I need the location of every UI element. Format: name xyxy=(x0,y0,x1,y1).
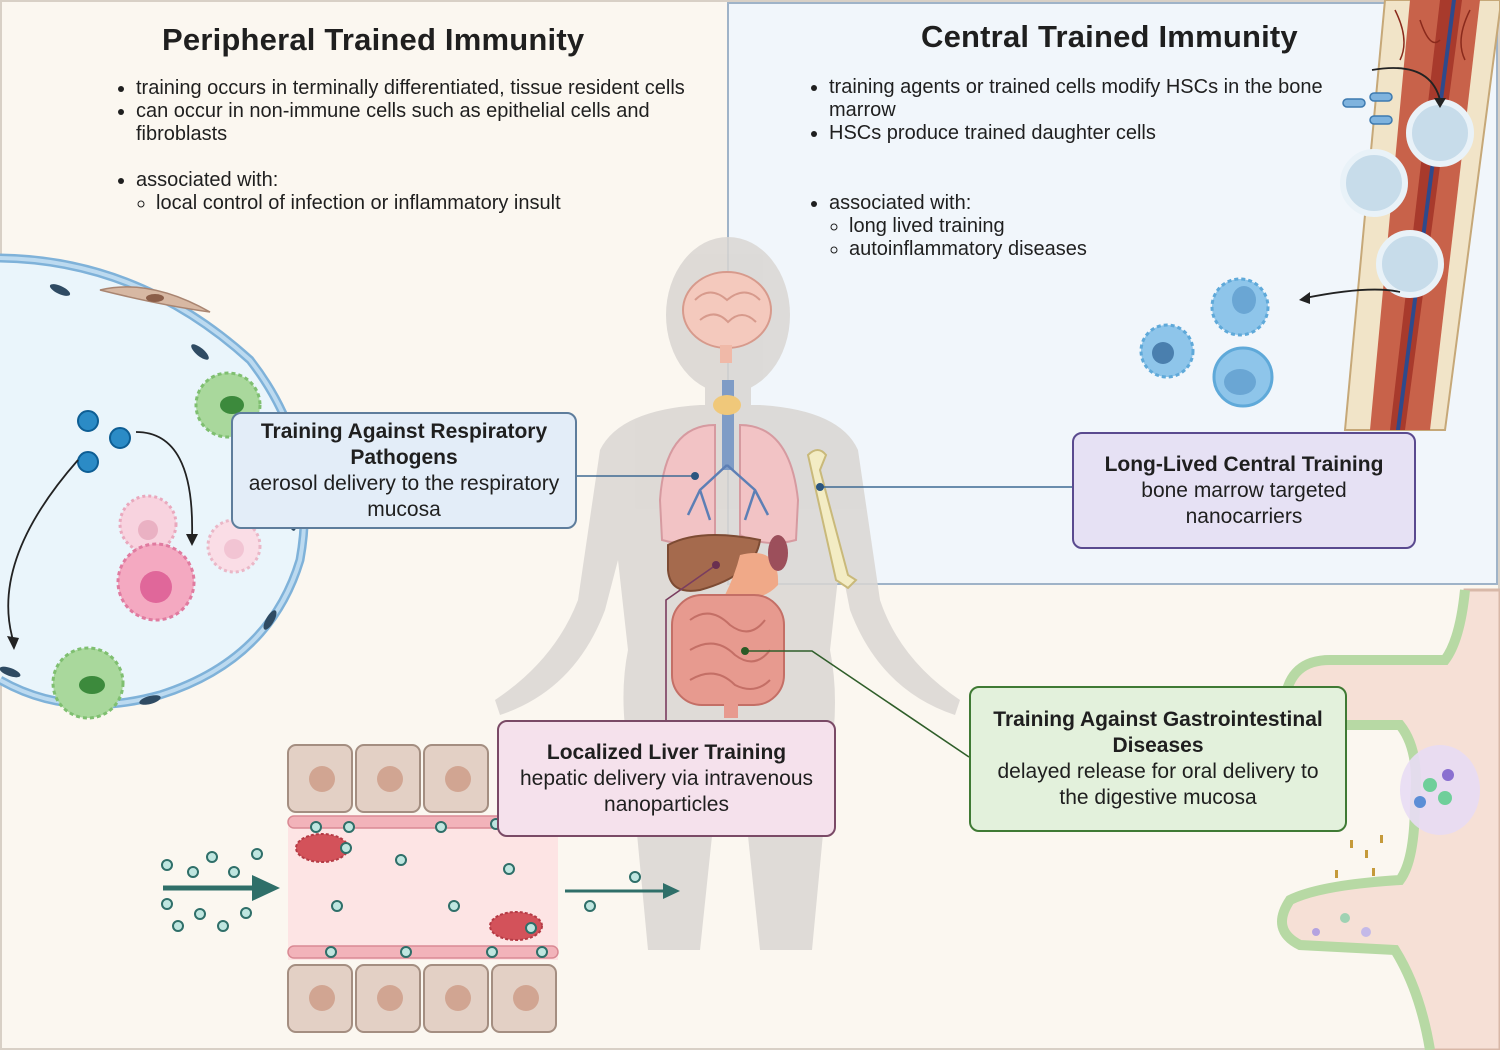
arrow-icon xyxy=(7,459,79,641)
liver-connector xyxy=(665,564,717,720)
central-title: Central Trained Immunity xyxy=(921,19,1298,54)
nanoparticle-icon xyxy=(77,451,99,473)
gi-connector xyxy=(745,650,970,758)
arrow-icon xyxy=(1371,67,1441,101)
liver-callout-body: hepatic delivery via intravenous nanopar… xyxy=(520,766,813,816)
peripheral-bullet: can occur in non-immune cells such as ep… xyxy=(136,100,696,146)
lungs-icon xyxy=(658,423,800,545)
hsc-icon xyxy=(1340,149,1408,217)
arrow-icon xyxy=(1304,288,1401,299)
central-associated-item: long lived training xyxy=(849,215,1349,238)
trachea-icon xyxy=(722,380,734,470)
bone-marrow-callout-body: bone marrow targeted nanocarriers xyxy=(1141,478,1347,528)
spleen-icon xyxy=(768,535,788,571)
hsc-icon xyxy=(1406,99,1474,167)
central-associated-item: autoinflammatory diseases xyxy=(849,238,1349,261)
gastrointestinal-callout: Training Against Gastrointestinal Diseas… xyxy=(969,686,1347,832)
respiratory-callout: Training Against Respiratory Pathogens a… xyxy=(231,412,577,529)
peripheral-bullets: training occurs in terminally differenti… xyxy=(114,77,696,215)
nanocarrier-icon xyxy=(1369,92,1393,102)
bone-marrow-callout: Long-Lived Central Training bone marrow … xyxy=(1072,432,1416,549)
nanocarrier-icon xyxy=(1342,98,1366,108)
respiratory-callout-title: Training Against Respiratory Pathogens xyxy=(260,419,548,469)
peripheral-title: Peripheral Trained Immunity xyxy=(162,22,585,57)
gastrointestinal-callout-body: delayed release for oral delivery to the… xyxy=(997,760,1319,809)
bone-marrow-callout-title: Long-Lived Central Training xyxy=(1104,452,1384,476)
central-bullet: HSCs produce trained daughter cells xyxy=(829,122,1349,145)
bone-marrow-illustration xyxy=(1139,0,1500,431)
liver-callout: Localized Liver Training hepatic deliver… xyxy=(497,720,836,837)
peripheral-associated-list: local control of infection or inflammato… xyxy=(136,192,696,215)
central-associated-list: long lived training autoinflammatory dis… xyxy=(829,215,1349,261)
immune-cluster-icon xyxy=(1400,745,1480,835)
peripheral-bullet: training occurs in terminally differenti… xyxy=(136,77,696,100)
brain-icon xyxy=(682,271,772,363)
liver-nanoparticles xyxy=(161,818,641,958)
gastrointestinal-callout-title: Training Against Gastrointestinal Diseas… xyxy=(993,708,1323,757)
arrow-icon xyxy=(135,431,193,539)
central-associated-label: associated with: long lived training aut… xyxy=(829,192,1349,261)
liver-callout-title: Localized Liver Training xyxy=(546,740,787,764)
alveolus-illustration xyxy=(0,253,309,720)
central-bullet: training agents or trained cells modify … xyxy=(829,76,1349,122)
peripheral-associated-item: local control of infection or inflammato… xyxy=(156,192,696,215)
central-bullets: training agents or trained cells modify … xyxy=(807,76,1349,261)
liver-sinusoid-illustration xyxy=(161,744,680,1033)
nanocarrier-icon xyxy=(1369,115,1393,125)
respiratory-callout-body: aerosol delivery to the respiratory muco… xyxy=(248,471,560,521)
peripheral-associated-label: associated with: local control of infect… xyxy=(136,169,696,215)
stomach-icon xyxy=(725,553,779,599)
intestines-icon xyxy=(671,594,785,718)
nanoparticle-icon xyxy=(77,410,99,432)
thyroid-icon xyxy=(713,395,741,415)
hsc-icon xyxy=(1376,230,1444,298)
nanoparticle-icon xyxy=(109,427,131,449)
